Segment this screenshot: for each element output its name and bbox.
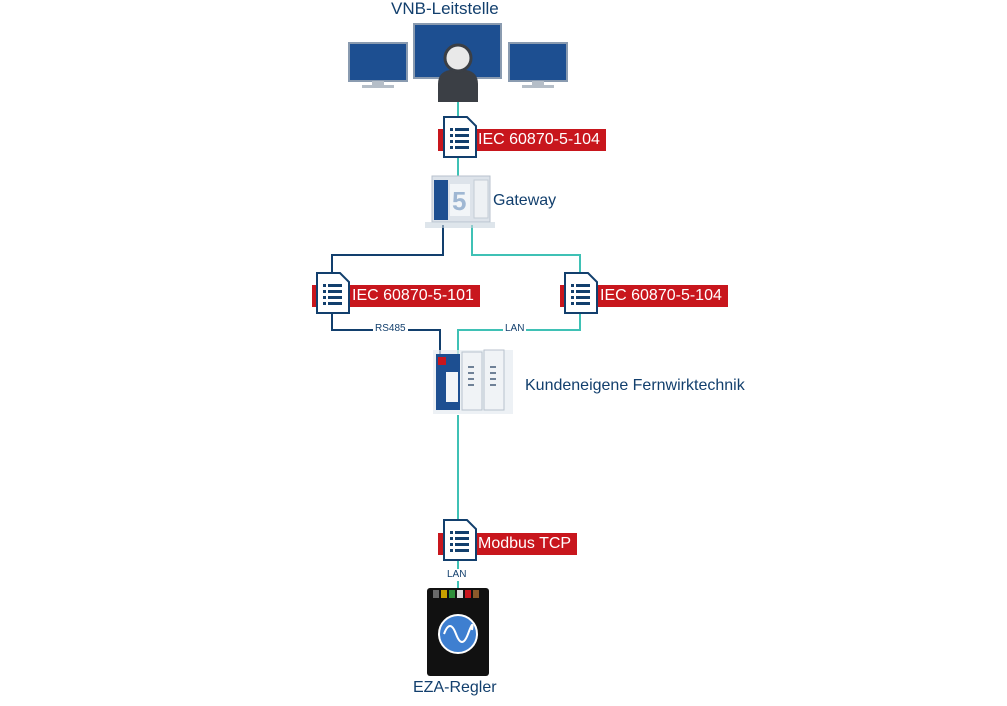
controller-device-icon xyxy=(427,588,489,676)
svg-text:5: 5 xyxy=(452,186,466,216)
gateway-label: Gateway xyxy=(493,192,557,209)
link-label-lan-bottom: LAN xyxy=(445,569,469,581)
protocol-badge-top: IEC 60870-5-104 xyxy=(438,129,606,151)
document-icon-right xyxy=(564,272,598,314)
link-label-rs485: RS485 xyxy=(373,323,408,335)
operator-icon xyxy=(438,43,478,102)
gateway-device-icon: 5 xyxy=(425,175,495,228)
link-label-lan-right: LAN xyxy=(503,323,527,335)
control-center-label: VNB-Leitstelle xyxy=(391,0,499,18)
document-icon-top xyxy=(443,116,477,158)
document-icon-bottom xyxy=(443,519,477,561)
controller-label: EZA-Regler xyxy=(413,679,497,696)
protocol-badge-left: IEC 60870-5-101 xyxy=(312,285,480,307)
rtu-device-icon xyxy=(433,349,513,414)
rtu-label: Kundeneigene Fernwirktechnik xyxy=(525,377,745,394)
monitor-icon-left xyxy=(348,42,408,88)
protocol-badge-right: IEC 60870-5-104 xyxy=(560,285,728,307)
document-icon-left xyxy=(316,272,350,314)
monitor-icon-right xyxy=(508,42,568,88)
